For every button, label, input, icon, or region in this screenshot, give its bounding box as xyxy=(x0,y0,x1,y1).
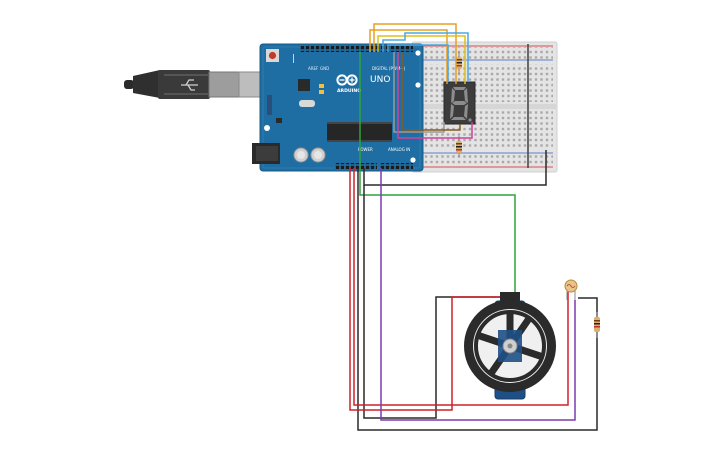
capacitor xyxy=(310,147,326,163)
wire-brown[interactable] xyxy=(401,52,461,131)
arduino-logo xyxy=(336,74,358,86)
servo-connector xyxy=(500,292,520,302)
wheel[interactable] xyxy=(464,300,556,392)
mount-hole xyxy=(415,50,421,56)
resistor-sensor[interactable] xyxy=(594,312,600,338)
wire-pink[interactable] xyxy=(397,52,473,139)
wire-purple[interactable] xyxy=(380,168,576,421)
power-header[interactable] xyxy=(335,163,377,169)
analog-header[interactable] xyxy=(380,163,413,169)
digital-header[interactable] xyxy=(300,46,413,52)
aref-label: AREF xyxy=(308,66,319,71)
mount-hole xyxy=(264,125,270,131)
resistor-bottom[interactable] xyxy=(456,136,462,157)
digital-label: DIGITAL (PWM~) xyxy=(372,66,406,71)
gnd-label: GND xyxy=(320,66,329,71)
reset-button[interactable] xyxy=(266,49,279,62)
wire-green[interactable] xyxy=(359,52,516,296)
mount-hole xyxy=(415,82,421,88)
photoresistor[interactable] xyxy=(564,279,578,300)
analog-label: ANALOG IN xyxy=(388,147,410,152)
wire-blue[interactable] xyxy=(382,32,469,82)
wire-red[interactable] xyxy=(349,168,569,411)
seven-segment-display[interactable] xyxy=(443,81,476,125)
capacitor xyxy=(293,147,309,163)
usb-icon xyxy=(181,79,198,91)
arduino-uno[interactable]: AREF GND DIGITAL (PWM~) ARDUINO UNO xyxy=(252,43,424,172)
segment-digit xyxy=(450,87,472,122)
wire-yellow[interactable] xyxy=(377,35,466,84)
wire-orange[interactable] xyxy=(369,23,457,84)
crystal xyxy=(299,100,315,107)
resistor-top[interactable] xyxy=(456,52,462,74)
usb-chip xyxy=(298,79,310,91)
breadboard[interactable] xyxy=(411,41,558,173)
model-label: UNO xyxy=(370,75,390,85)
brand-label: ARDUINO xyxy=(337,88,361,94)
mount-hole xyxy=(410,157,416,163)
usb-cable[interactable] xyxy=(124,70,270,99)
wire-black[interactable] xyxy=(357,150,598,431)
power-label: POWER xyxy=(358,147,373,152)
wire-gray[interactable] xyxy=(393,52,445,133)
